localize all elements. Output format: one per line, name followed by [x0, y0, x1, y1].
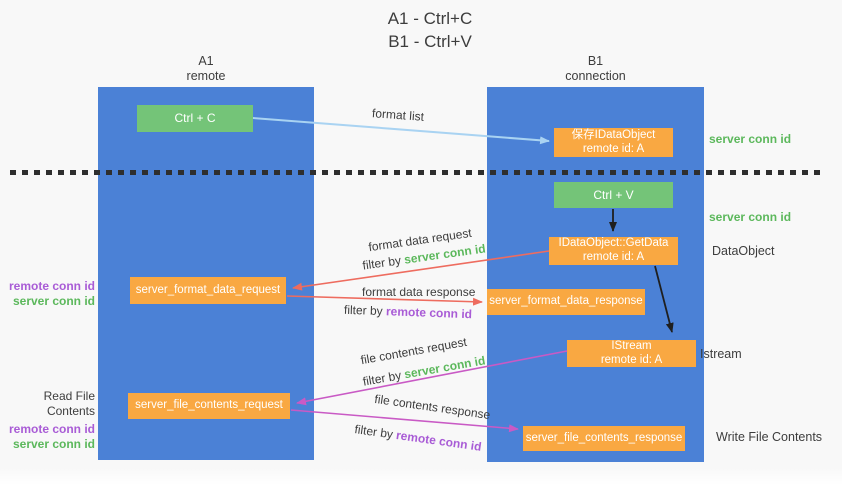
server-format-data-response-box: server_format_data_response [487, 289, 645, 315]
filter-by-text: filter by [361, 252, 406, 273]
server-conn-id-label-mid: server conn id [709, 210, 792, 224]
file-response-label: server_file_contents_response [525, 431, 683, 444]
remote-conn-id-label-format: remote conn id [8, 279, 95, 293]
server-format-data-request-box: server_format_data_request [130, 277, 286, 304]
remote-conn-id-filter-key: remote conn id [385, 304, 473, 322]
bottom-fade [0, 468, 842, 485]
ctrl-v-label: Ctrl + V [593, 187, 634, 202]
file-contents-response-filter-label: filter by remote conn id [354, 422, 483, 454]
istream-box: IStream remote id: A [567, 340, 696, 367]
ctrl-c-box: Ctrl + C [137, 105, 253, 132]
remote-conn-id-label-file: remote conn id [8, 422, 95, 436]
format-request-label: server_format_data_request [135, 283, 281, 296]
ctrl-v-box: Ctrl + V [554, 182, 673, 208]
istream-title: IStream [611, 339, 652, 352]
dataobject-label: DataObject [712, 244, 775, 258]
filter-by-text: filter by [343, 302, 387, 319]
server-file-contents-request-box: server_file_contents_request [128, 393, 290, 419]
filter-by-text: filter by [353, 422, 398, 442]
write-file-contents-label: Write File Contents [716, 430, 823, 444]
title-line-2: B1 - Ctrl+V [388, 31, 472, 51]
save-idataobject-box: 保存IDataObject remote id: A [554, 128, 673, 157]
save-idataobject-remote-id: remote id: A [582, 142, 645, 155]
file-request-conn-id-labels: Read File Contents remote conn id server… [0, 389, 95, 452]
server-conn-id-label-format: server conn id [12, 294, 95, 308]
lane-header-b1: B1 connection [487, 54, 704, 84]
format-response-label: server_format_data_response [489, 295, 643, 308]
title-line-1: A1 - Ctrl+C [387, 9, 473, 28]
format-list-arrow-label: format list [371, 106, 425, 124]
server-conn-id-label-file: server conn id [12, 437, 95, 451]
remote-conn-id-filter-key: remote conn id [395, 428, 483, 454]
server-file-contents-response-box: server_file_contents_response [523, 426, 685, 451]
diagram-title: A1 - Ctrl+C B1 - Ctrl+V [280, 8, 580, 54]
idataobject-getdata-box: IDataObject::GetData remote id: A [549, 237, 678, 265]
format-data-response-label: format data response [362, 285, 476, 299]
lane-a1-name: A1 [198, 54, 214, 68]
filter-by-text: filter by [361, 367, 406, 389]
lane-header-a1: A1 remote [98, 54, 314, 84]
server-conn-id-label-top: server conn id [709, 132, 792, 146]
format-data-response-filter-label: filter by remote conn id [344, 303, 472, 321]
istream-side-label: Istream [700, 347, 742, 361]
file-request-label: server_file_contents_request [135, 399, 283, 412]
file-contents-response-label: file contents response [373, 391, 492, 423]
istream-remote-id: remote id: A [600, 353, 663, 366]
read-file-contents-label: Read File Contents [43, 389, 95, 418]
dotted-separator-line [10, 170, 825, 175]
getdata-remote-id: remote id: A [582, 251, 645, 263]
ctrl-c-label: Ctrl + C [174, 111, 216, 126]
getdata-title: IDataObject::GetData [558, 237, 669, 250]
lane-a1-subtitle: remote [186, 69, 226, 83]
save-idataobject-title: 保存IDataObject [571, 128, 656, 141]
format-request-conn-id-labels: remote conn id server conn id [0, 279, 95, 309]
lane-b1-subtitle: connection [565, 69, 626, 83]
lane-b1-name: B1 [587, 54, 604, 68]
